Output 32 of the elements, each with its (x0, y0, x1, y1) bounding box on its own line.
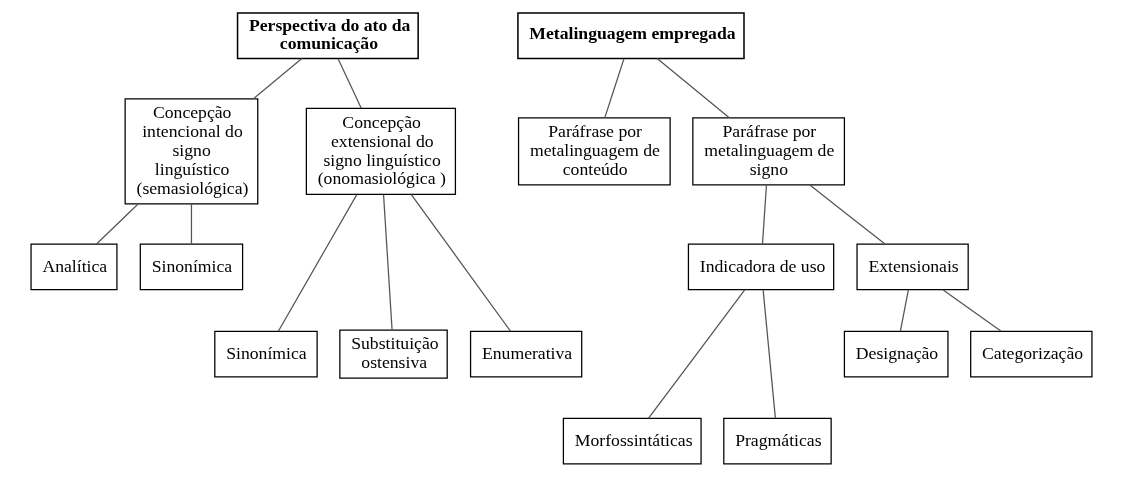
node-box: Paráfrase por metalinguagem de signo (692, 117, 846, 186)
node-box: Extensionais (856, 243, 969, 291)
connector (410, 193, 512, 332)
connector (899, 289, 909, 332)
node-box: Paráfrase por metalinguagem de conteúdo (517, 117, 671, 186)
connector (337, 58, 362, 109)
connector (647, 289, 746, 419)
connector (809, 184, 886, 245)
node-box: Categorização (970, 330, 1093, 378)
node-box: Sinonímica (214, 330, 318, 378)
node-box: Concepção intencional do signo linguístico (semasiológica) (124, 98, 259, 205)
node-box: Pragmáticas (723, 417, 832, 465)
connector (252, 57, 303, 100)
node-box: Analítica (30, 243, 118, 291)
connector (190, 203, 193, 245)
connector (277, 193, 358, 332)
node-box: Morfossintáticas (562, 417, 702, 465)
node-box: Designação (843, 330, 949, 378)
node-box: Indicadora de uso (687, 243, 835, 291)
node-box: Sinonímica (139, 243, 244, 291)
node-box: Substituição ostensiva (339, 329, 448, 379)
connector (604, 58, 625, 119)
connector (656, 57, 730, 119)
connector (382, 193, 393, 331)
connector (761, 184, 768, 245)
connector (762, 289, 777, 419)
connector (96, 203, 139, 245)
node-box: Concepção extensional do signo linguístico (onomasiológica ) (305, 107, 457, 195)
node-box: Metalinguagem empregada (517, 12, 745, 60)
node-box: Enumerativa (469, 330, 583, 378)
node-box: Perspectiva do ato da comunicação (236, 12, 419, 60)
connector (942, 289, 1002, 332)
